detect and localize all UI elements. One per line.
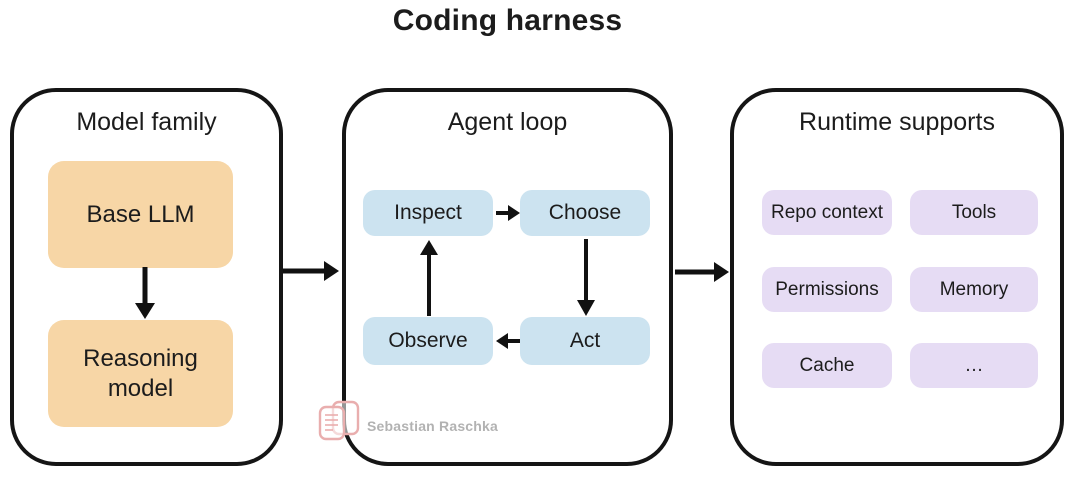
node-base-llm: Base LLM <box>48 161 233 268</box>
diagram-title: Coding harness <box>392 4 623 37</box>
node-memory: Memory <box>910 267 1038 312</box>
panel-model-family-title: Model family <box>76 108 217 136</box>
watermark-text: Sebastian Raschka <box>367 418 499 434</box>
node-tools: Tools <box>910 190 1038 235</box>
node-repo-context: Repo context <box>762 190 892 235</box>
arrow-model-to-agent-icon <box>283 261 339 281</box>
arrow-base-llm-to-reasoning-icon <box>135 267 155 319</box>
arrow-agent-to-runtime-icon <box>675 262 729 282</box>
node-ellipsis: … <box>910 343 1038 388</box>
panel-runtime-supports-title: Runtime supports <box>799 108 995 136</box>
node-inspect: Inspect <box>363 190 493 236</box>
node-permissions: Permissions <box>762 267 892 312</box>
arrow-choose-to-act-icon <box>577 239 595 316</box>
raschka-logo-icon <box>318 400 360 441</box>
panel-runtime-supports: Runtime supports Repo context Tools Perm… <box>730 88 1064 466</box>
node-observe: Observe <box>363 317 493 365</box>
panel-agent-loop: Agent loop Inspect Choose Observe Act <box>342 88 673 466</box>
node-cache: Cache <box>762 343 892 388</box>
panel-agent-loop-title: Agent loop <box>447 108 568 136</box>
node-reasoning-model: Reasoning model <box>48 320 233 427</box>
arrow-inspect-to-choose-icon <box>496 205 520 221</box>
arrow-observe-to-inspect-icon <box>420 240 438 316</box>
watermark: Sebastian Raschka <box>316 399 498 442</box>
node-act: Act <box>520 317 650 365</box>
panel-model-family: Model family Base LLM Reasoning model <box>10 88 283 466</box>
node-choose: Choose <box>520 190 650 236</box>
arrow-act-to-observe-icon <box>496 333 520 349</box>
